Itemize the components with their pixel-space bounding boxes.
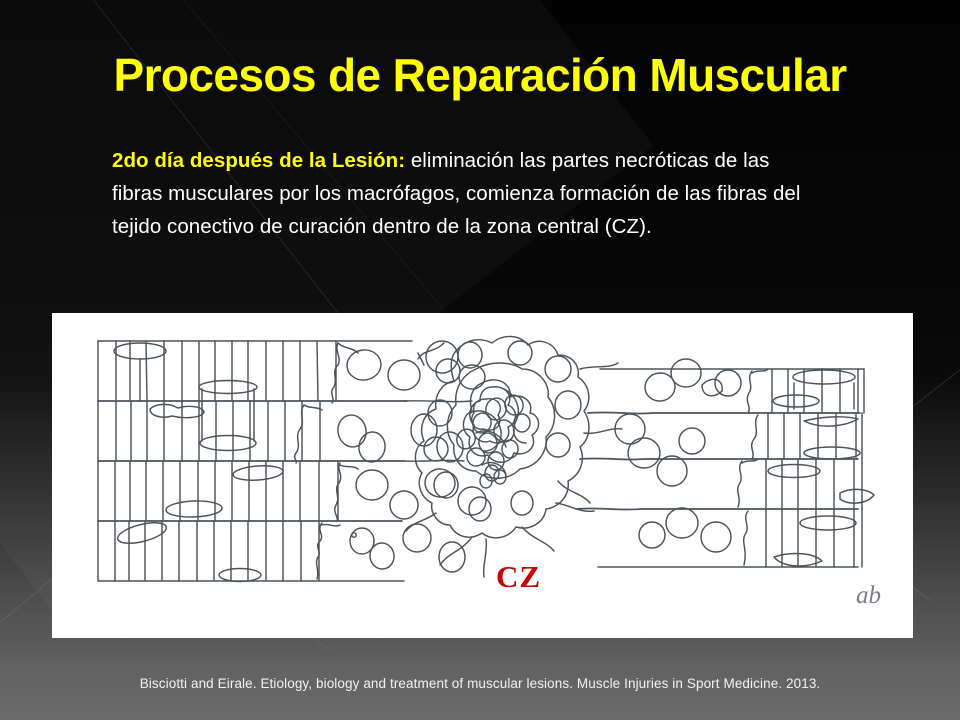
body-paragraph: eliminación las partes necróticas de las…	[112, 149, 801, 238]
figure-label-cz: CZ	[496, 559, 541, 594]
figure-panel: CZ ab	[52, 313, 913, 638]
figure-signature: ab	[856, 582, 881, 609]
body-lead-label: 2do día después de la Lesión:	[112, 149, 406, 172]
muscle-repair-illustration: CZ ab	[97, 335, 881, 609]
slide-title: Procesos de Reparación Muscular	[113, 49, 847, 101]
slide-body-text: 2do día después de la Lesión: eliminació…	[112, 144, 824, 243]
figure-caption: Bisciotti and Eirale. Etiology, biology …	[139, 676, 821, 691]
